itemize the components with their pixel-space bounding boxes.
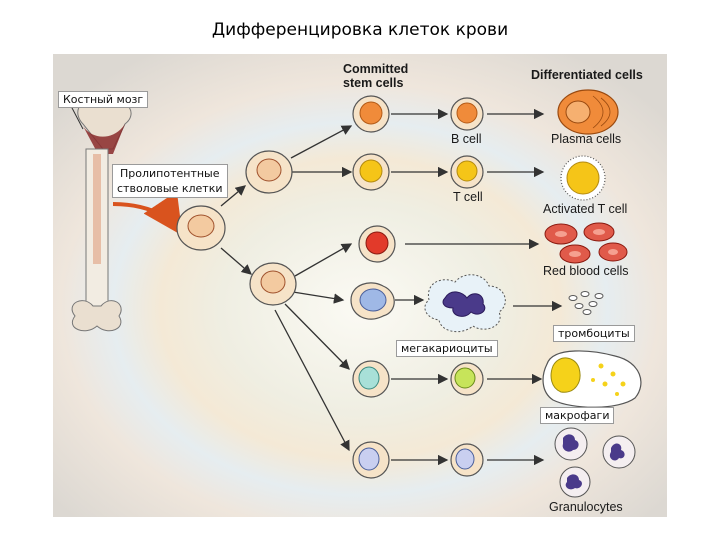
granulocytes — [554, 427, 636, 498]
pluripotent-callout: Пролипотентные стволовые клетки — [112, 164, 228, 198]
t-cell-label: T cell — [453, 190, 483, 204]
myeloid-progenitor-cell — [249, 262, 297, 306]
pluripotent-callout-line1: Пролипотентные — [120, 167, 220, 180]
diagram-canvas — [53, 54, 667, 517]
activated-t-cell-label: Activated T cell — [543, 202, 628, 216]
pluripotent-stem-cell — [176, 205, 226, 251]
pluripotent-callout-line2: стволовые клетки — [117, 182, 223, 195]
plasma-cells-label: Plasma cells — [551, 132, 622, 146]
marrow-arrow — [112, 191, 183, 236]
bone-illustration — [70, 95, 132, 332]
page-title: Дифференцировка клеток крови — [211, 20, 509, 40]
committed-header-line1: Committed — [343, 62, 409, 76]
committed-b-cell — [352, 95, 390, 133]
granulocyte-precursor — [450, 443, 484, 477]
committed-megakaryoblast — [350, 282, 395, 320]
plasma-cell — [557, 89, 619, 135]
t-cell — [450, 155, 484, 189]
b-cell-label: B cell — [451, 132, 482, 146]
platelets-callout: тромбоциты — [553, 325, 635, 342]
granulocytes-label: Granulocytes — [549, 500, 623, 514]
committed-myeloblast — [352, 441, 390, 479]
committed-t-cell — [352, 153, 390, 191]
monocyte — [450, 362, 484, 396]
megakaryocyte — [424, 274, 506, 333]
b-cell — [450, 97, 484, 131]
megakaryocytes-callout: мегакариоциты — [396, 340, 498, 357]
arrows — [220, 108, 563, 466]
differentiated-header: Differentiated cells — [531, 68, 643, 82]
bone-marrow-callout: Костный мозг — [58, 91, 149, 108]
lymphoid-progenitor-cell — [245, 150, 293, 194]
committed-header-line2: stem cells — [343, 76, 404, 90]
committed-header: Committed stem cells — [343, 62, 408, 90]
platelets — [568, 291, 604, 315]
red-blood-cells-label: Red blood cells — [543, 264, 629, 278]
committed-rbc-precursor — [358, 225, 396, 263]
macrophages-callout: макрофаги — [540, 407, 615, 424]
blood-cell-diagram: Committed stem cells Differentiated cell… — [53, 54, 667, 517]
committed-monoblast — [352, 360, 390, 398]
red-blood-cells — [544, 222, 628, 264]
macrophage — [542, 350, 642, 408]
activated-t-cell — [560, 155, 606, 201]
